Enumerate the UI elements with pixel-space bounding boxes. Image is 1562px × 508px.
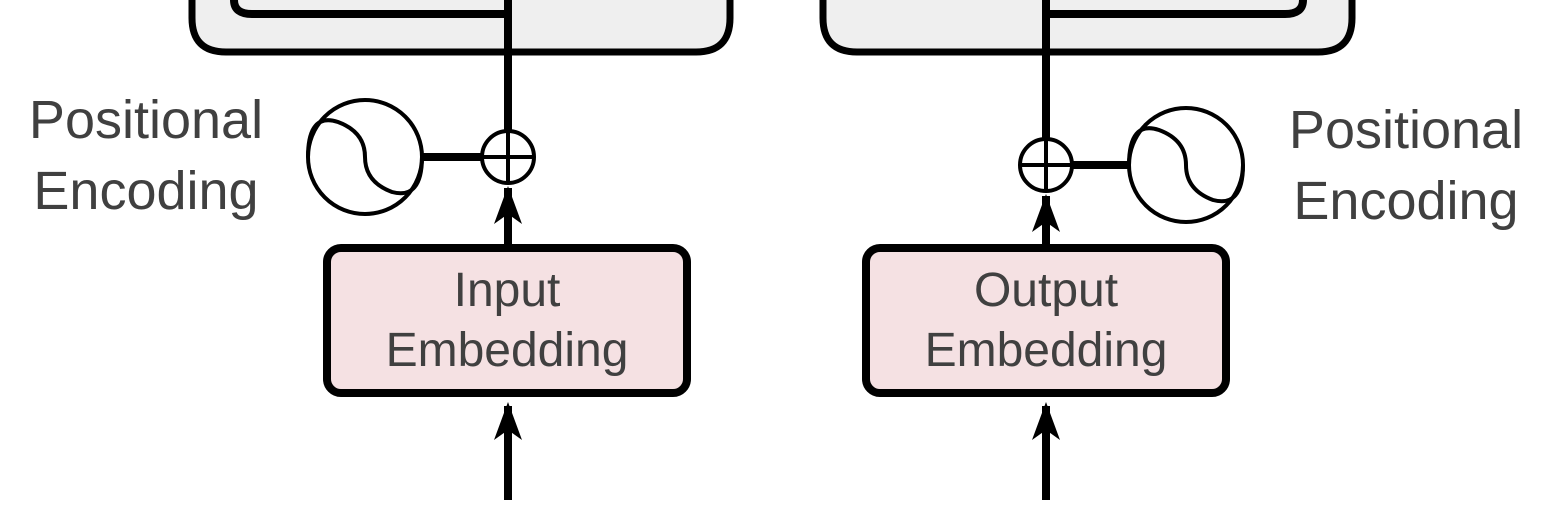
decoder-positional-encoding-label-line1: Positional	[1289, 100, 1523, 160]
output-embedding-box	[862, 244, 1230, 397]
output-embedding-label-line1: Output	[974, 264, 1118, 317]
input-embedding-box	[323, 244, 691, 397]
encoder-residual-path	[230, 0, 508, 18]
encoder-add-icon	[480, 129, 536, 185]
encoder-embedding-to-add-arrowhead	[494, 186, 522, 224]
encoder-positional-encoding-label-line1: Positional	[29, 90, 263, 150]
output-embedding-label-line2: Embedding	[925, 324, 1168, 377]
encoder-positional-encoding-label-line2: Encoding	[33, 161, 258, 221]
input-embedding-label-line1: Input	[454, 264, 561, 317]
decoder-add-icon	[1018, 137, 1074, 193]
decoder-positional-encoding-label-line2: Encoding	[1293, 171, 1518, 231]
decoder-input-section: Output Embedding Positional Encoding	[819, 0, 1523, 500]
decoder-residual-path	[1046, 0, 1307, 18]
decoder-input-arrowhead	[1032, 402, 1060, 440]
encoder-input-arrowhead	[494, 402, 522, 440]
encoder-input-section: Input Embedding Positional Encoding	[29, 0, 734, 500]
encoder-stack-block	[188, 0, 734, 56]
encoder-positional-encoding-icon	[306, 98, 424, 216]
decoder-positional-encoding-icon	[1127, 106, 1245, 224]
decoder-stack-block	[819, 0, 1356, 56]
input-embedding-label-line2: Embedding	[386, 324, 629, 377]
decoder-embedding-to-add-arrowhead	[1032, 194, 1060, 232]
